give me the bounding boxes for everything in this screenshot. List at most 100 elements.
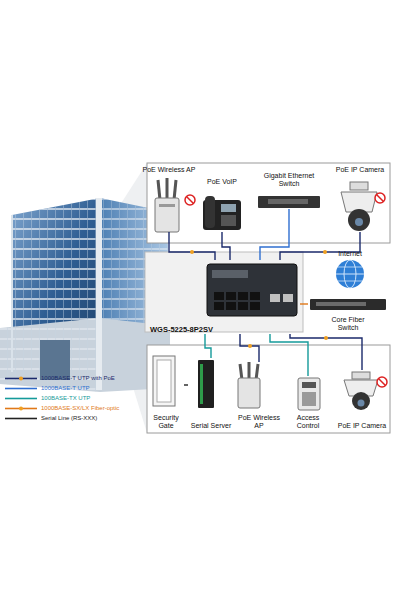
no-power-symbol: [377, 377, 387, 387]
device-node: Security Gate: [148, 352, 184, 430]
legend-sample: [4, 394, 38, 403]
ethernet-switch-icon: [258, 196, 320, 208]
managed-switch-icon: [250, 292, 260, 300]
network-cable: [184, 384, 188, 385]
ip-camera-icon: [355, 218, 363, 226]
wireless-ap-icon: [238, 378, 260, 408]
network-cable: [270, 334, 308, 376]
device-node: Core Fiber Switch: [308, 296, 388, 332]
network-cable: [290, 334, 362, 370]
device-node: Serial Server: [188, 358, 234, 430]
office-building: [96, 198, 102, 390]
device-label: PoE Wireless AP: [140, 166, 198, 174]
legend-text: 1000BASE-SX/LX Fiber-optic: [41, 405, 119, 412]
poe-dot: [324, 336, 328, 340]
network-cable: [222, 232, 230, 260]
voip-phone-icon: [221, 215, 236, 226]
voip-phone-icon: [221, 204, 236, 212]
device-node: PoE IP Camera: [335, 370, 389, 430]
managed-switch-icon: [207, 264, 297, 316]
legend-line: [5, 388, 37, 390]
network-cable: [300, 303, 308, 304]
managed-switch-icon: [238, 302, 248, 310]
panel: [145, 252, 303, 332]
no-power-symbol: [377, 195, 384, 202]
legend-text: Serial Line (RS-XXX): [41, 415, 97, 422]
wireless-ap-icon: [155, 198, 179, 232]
internet-globe-icon: [338, 281, 362, 282]
serial-server-icon: [198, 360, 214, 408]
security-gate-icon: [153, 356, 175, 406]
legend-row: 1000BASE-T UTP with PoE: [4, 374, 115, 383]
managed-switch-icon: [214, 292, 224, 300]
panel: [147, 345, 390, 433]
device-node: Internet: [322, 250, 378, 290]
fiber-switch-icon: [310, 299, 386, 310]
device-node: PoE Wireless AP: [236, 362, 282, 430]
legend-sample: [4, 384, 38, 393]
no-power-symbol: [379, 379, 386, 386]
device-label: PoE IP Camera: [330, 166, 390, 174]
network-cable: [205, 334, 211, 358]
device-node: PoE Wireless AP: [140, 166, 198, 232]
managed-switch-icon: [207, 264, 297, 316]
legend-line: [5, 418, 37, 420]
device-label: Core Fiber Switch: [327, 316, 369, 332]
ethernet-switch-icon: [268, 199, 308, 204]
ip-camera-icon: [348, 209, 370, 231]
managed-switch-icon: [214, 302, 224, 310]
fiber-switch-icon: [316, 302, 366, 306]
managed-switch-icon: [250, 302, 260, 310]
wireless-ap-icon: [248, 362, 251, 380]
serial-server-icon: [200, 364, 203, 404]
no-power-symbol: [185, 193, 387, 387]
device-label: Serial Server: [188, 422, 234, 430]
poe-dot: [323, 250, 327, 254]
poe-dot: [248, 344, 252, 348]
network-cable: [240, 334, 259, 362]
ip-camera-icon: [352, 392, 370, 410]
legend-row: 1000BASE-SX/LX Fiber-optic: [4, 404, 119, 413]
device-label: PoE Wireless AP: [237, 414, 281, 430]
wireless-ap-icon: [158, 180, 160, 200]
device-label: Gigabit Ethernet Switch: [259, 172, 319, 188]
internet-globe-icon: [336, 260, 364, 288]
access-control-icon: [302, 392, 316, 406]
managed-switch-icon: [226, 292, 236, 300]
ethernet-switch-icon: [258, 196, 320, 208]
access-control-icon: [298, 378, 320, 410]
device-node: Access Control: [288, 376, 328, 430]
internet-globe-icon: [338, 267, 362, 268]
legend-sample: [4, 404, 38, 413]
legend-row: Serial Line (RS-XXX): [4, 414, 97, 423]
access-control-icon: [298, 378, 320, 410]
security-gate-icon: [153, 356, 175, 406]
network-cable: [169, 232, 215, 260]
wireless-ap-icon: [155, 178, 179, 232]
office-building: [11, 215, 13, 372]
switch-node: WGS-5225-8P2SV: [150, 260, 300, 334]
managed-switch-icon: [212, 270, 248, 278]
legend-dot: [19, 407, 23, 411]
legend-text: 1000BASE-T UTP with PoE: [41, 375, 115, 382]
device-label: PoE VoIP: [200, 178, 244, 186]
device-node: Gigabit Ethernet Switch: [258, 172, 320, 209]
ip-camera-icon: [358, 400, 365, 407]
device-node: PoE VoIP: [200, 178, 244, 232]
access-control-icon: [302, 382, 316, 388]
legend-row: 100BASE-TX UTP: [4, 394, 90, 403]
wireless-ap-icon: [174, 180, 176, 200]
device-label: PoE IP Camera: [335, 422, 389, 430]
serial-server-icon: [198, 360, 214, 408]
device-node: PoE IP Camera: [330, 166, 390, 232]
panel: [147, 163, 390, 243]
panel: [145, 163, 390, 433]
managed-switch-icon: [238, 292, 248, 300]
ip-camera-icon: [341, 182, 377, 231]
legend-text: 1000BASE-T UTP: [41, 385, 90, 392]
legend-line: [5, 398, 37, 400]
device-label: Access Control: [291, 414, 325, 430]
